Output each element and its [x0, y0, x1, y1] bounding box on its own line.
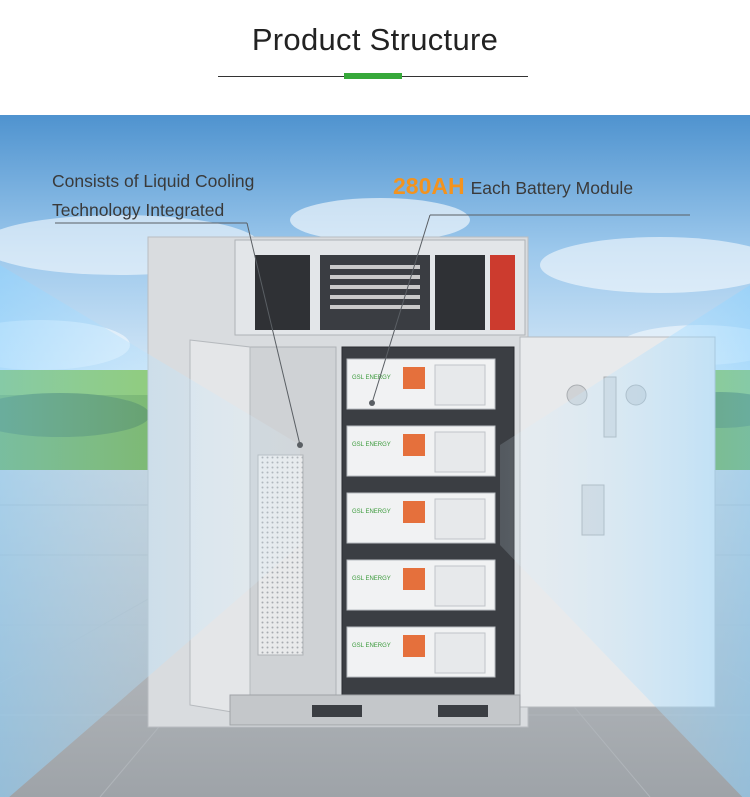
battery-module-icon [346, 492, 496, 544]
header: Product Structure [0, 0, 750, 115]
page-title: Product Structure [251, 22, 499, 57]
capacity-highlight: 280AH [393, 173, 465, 199]
battery-module-stack [346, 358, 496, 678]
module-brand-label: GSL ENERGY [352, 442, 391, 448]
callout-liquid-cooling: Consists of Liquid Cooling Technology In… [52, 167, 352, 225]
module-brand-label: GSL ENERGY [352, 576, 391, 582]
cabinet-illustration: GSL ENERGY GSL ENERGY GSL ENERGY GSL ENE… [0, 115, 750, 797]
callout-left-line1: Consists of Liquid Cooling [52, 171, 255, 191]
battery-module-icon [346, 559, 496, 611]
battery-module-icon [346, 425, 496, 477]
module-brand-label: GSL ENERGY [352, 643, 391, 649]
battery-module-icon [346, 626, 496, 678]
product-scene: GSL ENERGY GSL ENERGY GSL ENERGY GSL ENE… [0, 115, 750, 797]
callout-left-line2: Technology Integrated [52, 200, 225, 220]
cooling-airflow-icon [0, 265, 300, 797]
battery-module-icon [346, 358, 496, 410]
cooling-airflow-icon [500, 285, 750, 797]
module-brand-label: GSL ENERGY [352, 375, 391, 381]
title-divider-accent [344, 73, 402, 79]
callout-right-text: Each Battery Module [470, 178, 634, 198]
module-brand-label: GSL ENERGY [352, 509, 391, 515]
